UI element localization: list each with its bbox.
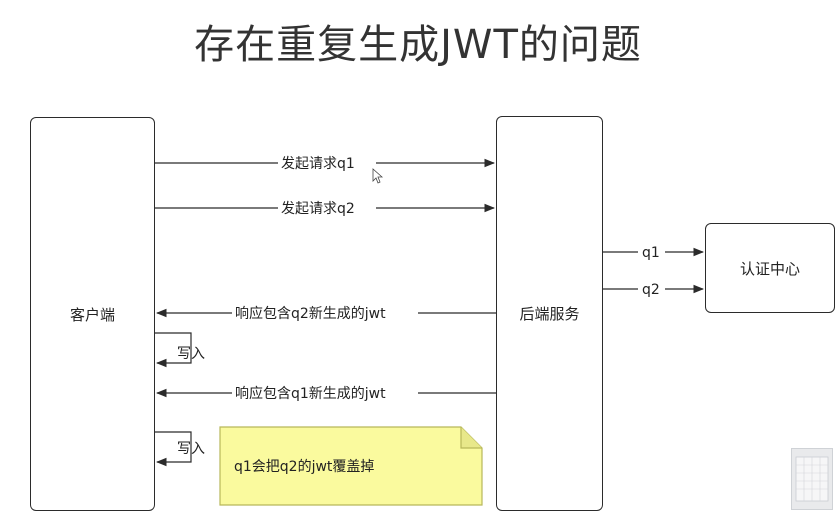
write-loop-2: 写入 <box>155 431 205 467</box>
auth-q2-arrow: q2 <box>603 282 705 298</box>
response-q1-label: 响应包含q1新生成的jwt <box>235 385 386 402</box>
backend-box: 后端服务 <box>496 116 603 511</box>
thumbnail-grid-icon <box>795 456 829 502</box>
auth-center-box: 认证中心 <box>705 223 835 313</box>
thumbnail-preview[interactable] <box>791 448 833 510</box>
client-label: 客户端 <box>69 305 115 324</box>
write-label-1: 写入 <box>177 346 205 362</box>
response-q2-arrow: 响应包含q2新生成的jwt <box>155 305 496 322</box>
response-q2-label: 响应包含q2新生成的jwt <box>235 305 386 322</box>
auth-q1-arrow: q1 <box>603 245 705 261</box>
auth-q2-label: q2 <box>642 282 660 298</box>
cursor-icon <box>372 168 384 184</box>
response-q1-arrow: 响应包含q1新生成的jwt <box>155 385 496 402</box>
write-loop-1: 写入 <box>155 332 205 368</box>
request-q2-arrow: 发起请求q2 <box>155 201 496 217</box>
client-box: 客户端 <box>30 117 155 511</box>
overwrite-note: q1会把q2的jwt覆盖掉 <box>219 426 483 506</box>
slide-title: 存在重复生成JWT的问题 <box>194 22 642 68</box>
write-label-2: 写入 <box>177 441 205 457</box>
auth-center-label: 认证中心 <box>739 259 800 278</box>
note-text: q1会把q2的jwt覆盖掉 <box>234 459 374 475</box>
request-q1-label: 发起请求q1 <box>281 156 355 172</box>
backend-label: 后端服务 <box>519 305 580 323</box>
request-q2-label: 发起请求q2 <box>281 201 355 217</box>
auth-q1-label: q1 <box>642 245 660 261</box>
request-q1-arrow: 发起请求q1 <box>155 156 496 172</box>
